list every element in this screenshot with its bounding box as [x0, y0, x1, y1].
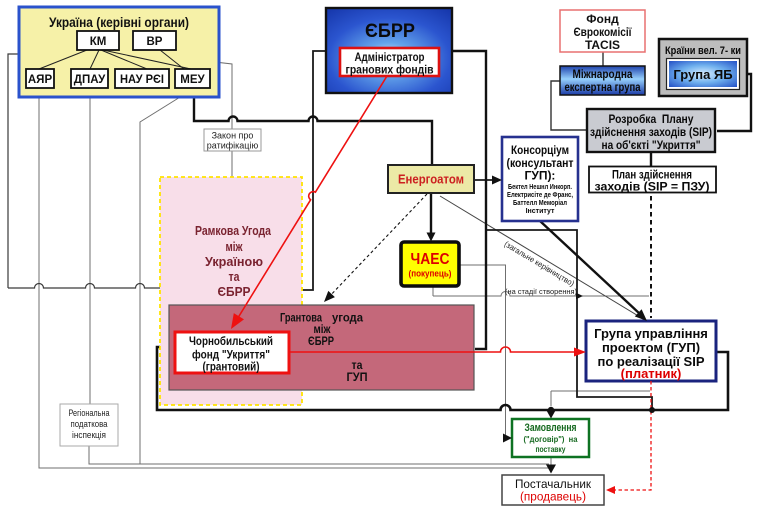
svg-text:Єврокомісії: Єврокомісії	[574, 25, 633, 39]
svg-text:проектом (ГУП): проектом (ГУП)	[602, 340, 700, 355]
svg-text:МЕУ: МЕУ	[180, 74, 205, 86]
svg-text:Регіональна: Регіональна	[69, 408, 110, 418]
svg-text:поставку: поставку	[536, 444, 566, 454]
svg-text:та: та	[352, 358, 363, 372]
svg-text:(платник): (платник)	[621, 366, 682, 381]
svg-text:гранових фондів: гранових фондів	[346, 63, 434, 77]
svg-text:ЄБРР: ЄБРР	[365, 20, 415, 42]
svg-text:інспекція: інспекція	[72, 430, 106, 440]
svg-text:Міжнародна: Міжнародна	[573, 67, 633, 81]
svg-text:НАУ РЄІ: НАУ РЄІ	[120, 74, 164, 86]
svg-text:TACIS: TACIS	[585, 38, 620, 52]
svg-text:ГУП: ГУП	[347, 370, 368, 384]
svg-text:(покупець): (покупець)	[409, 269, 452, 280]
svg-text:Постачальник: Постачальник	[515, 477, 592, 491]
svg-text:(консультант: (консультант	[507, 156, 574, 170]
svg-text:ДПАУ: ДПАУ	[74, 74, 106, 86]
svg-text:здійснення заходів (SIP): здійснення заходів (SIP)	[590, 125, 712, 139]
svg-text:Консорціум: Консорціум	[511, 143, 569, 157]
svg-text:між: між	[226, 240, 243, 254]
svg-text:Адміністратор: Адміністратор	[355, 50, 425, 64]
svg-text:Замовлення: Замовлення	[525, 422, 577, 434]
svg-text:Україна (керівні органи): Україна (керівні органи)	[49, 14, 189, 30]
svg-text:Електрисіте де Франс,: Електрисіте де Франс,	[507, 191, 573, 199]
svg-text:Розробка Плану: Розробка Плану	[609, 112, 694, 126]
svg-text:податкова: податкова	[71, 419, 108, 429]
svg-text:угода: угода	[332, 311, 363, 325]
svg-text:ЄБРР: ЄБРР	[308, 334, 334, 348]
svg-text:Закон про: Закон про	[212, 131, 254, 141]
svg-text:ЄБРР: ЄБРР	[218, 285, 251, 299]
svg-text:Україною: Україною	[205, 255, 263, 269]
svg-text:та: та	[229, 270, 241, 284]
svg-text:Рамкова Угода: Рамкова Угода	[195, 224, 272, 238]
svg-text:ратифікацію: ратифікацію	[207, 141, 259, 151]
svg-text:Енергоатом: Енергоатом	[398, 173, 464, 187]
svg-text:Грантова: Грантова	[280, 311, 322, 325]
svg-text:КМ: КМ	[90, 36, 107, 48]
svg-text:(на стадії створення): (на стадії створення)	[505, 287, 577, 296]
svg-text:ЧАЕС: ЧАЕС	[411, 251, 450, 268]
svg-text:("договір") на: ("договір") на	[524, 434, 578, 444]
svg-text:АЯР: АЯР	[28, 74, 53, 86]
svg-text:Країни вел. 7- ки: Країни вел. 7- ки	[665, 45, 741, 57]
svg-text:Група ЯБ: Група ЯБ	[673, 67, 732, 82]
svg-text:Інститут: Інститут	[526, 208, 555, 215]
svg-text:Баттелл Меморіал: Баттелл Меморіал	[513, 199, 567, 207]
svg-text:на об'єкті "Укриття": на об'єкті "Укриття"	[602, 138, 701, 152]
svg-text:Фонд: Фонд	[586, 12, 619, 26]
svg-text:Група управління: Група управління	[594, 326, 708, 341]
svg-text:(грантовий): (грантовий)	[203, 360, 260, 374]
svg-text:заходів (SIP = ПЗУ): заходів (SIP = ПЗУ)	[595, 180, 710, 194]
svg-text:Бектел Нешнл Инкорп.: Бектел Нешнл Инкорп.	[508, 184, 572, 191]
svg-text:Чорнобильський: Чорнобильський	[189, 334, 273, 348]
svg-text:План здійснення: План здійснення	[612, 168, 692, 182]
svg-text:ВР: ВР	[147, 36, 163, 48]
svg-text:(продавець): (продавець)	[520, 490, 586, 504]
svg-text:фонд "Укриття": фонд "Укриття"	[192, 348, 270, 362]
svg-text:ГУП):: ГУП):	[525, 169, 556, 183]
svg-text:експертна група: експертна група	[565, 80, 641, 94]
svg-text:між: між	[314, 322, 331, 336]
svg-text:по реалізації SIP: по реалізації SIP	[597, 354, 704, 369]
